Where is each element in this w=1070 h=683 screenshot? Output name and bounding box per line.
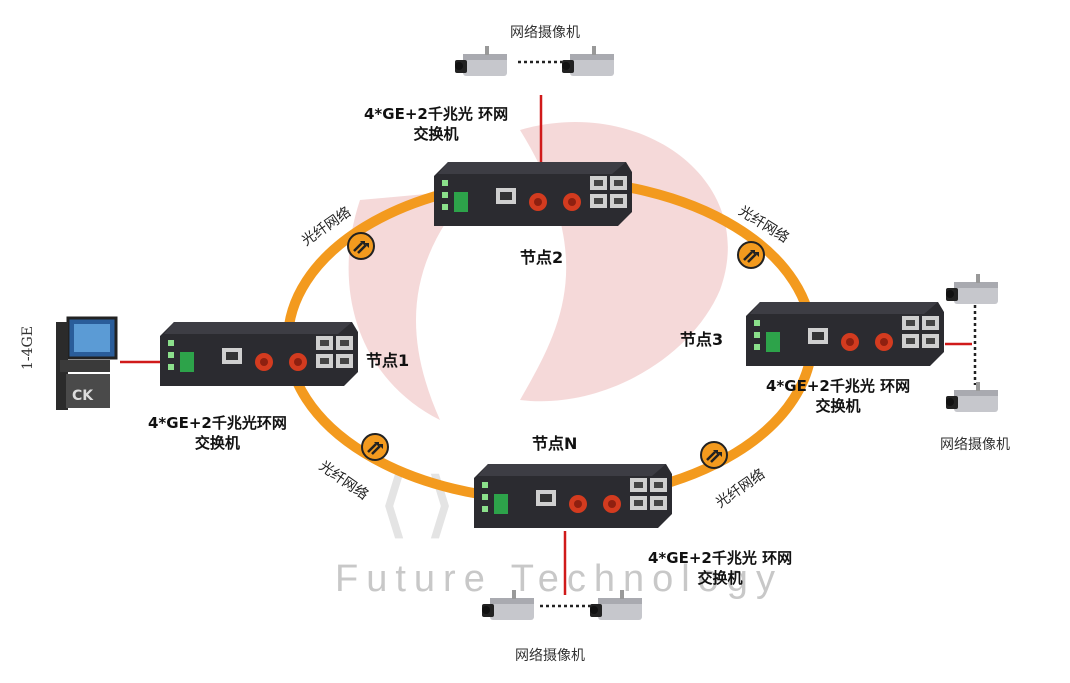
camera-group-label: 网络摄像机 [515,648,585,664]
node-label-1: 节点1 [366,351,410,370]
switch-label-node1: 4*GE+2千兆光环网 交换机 [148,413,287,453]
computer-label: 1-4GE [20,326,36,370]
camera-icon [455,46,507,76]
camera-icon [946,382,998,412]
switch-label-line2: 交换机 [413,125,459,143]
switch-label-line1: 4*GE+2千兆光 环网 [648,549,793,567]
node-label-3: 节点3 [680,330,724,349]
fiber-link-icon [360,432,390,462]
switch-label-nodeN: 4*GE+2千兆光 环网 交换机 [648,548,792,588]
switch-nodeN [474,464,672,528]
camera-group-label: 网络摄像机 [510,25,580,41]
switch-node3 [746,302,944,366]
computer-logo: CK [72,388,94,404]
switch-label-line1: 4*GE+2千兆光 环网 [364,105,509,123]
fiber-link-icon [736,240,766,270]
switch-label-line2: 交换机 [194,434,240,452]
switch-label-node2: 4*GE+2千兆光 环网 交换机 [364,104,508,144]
switch-node2 [434,162,632,226]
camera-group-label: 网络摄像机 [940,437,1010,453]
node-label-n: 节点N [532,434,578,453]
fiber-link-icon [346,231,376,261]
camera-dotted-links [518,60,977,608]
switch-label-line2: 交换机 [697,569,743,587]
switch-label-line1: 4*GE+2千兆光环网 [148,414,287,432]
switch-label-node3: 4*GE+2千兆光 环网 交换机 [766,376,910,416]
copper-links [120,95,972,595]
computer-icon: CK [56,316,118,410]
camera-icon [562,46,614,76]
switch-node1 [160,322,358,386]
camera-icon [946,274,998,304]
switch-label-line2: 交换机 [815,397,861,415]
fiber-link-icon [699,440,729,470]
switch-label-line1: 4*GE+2千兆光 环网 [766,377,911,395]
node-label-2: 节点2 [520,248,564,267]
watermark-text: Future Technology [335,558,783,600]
